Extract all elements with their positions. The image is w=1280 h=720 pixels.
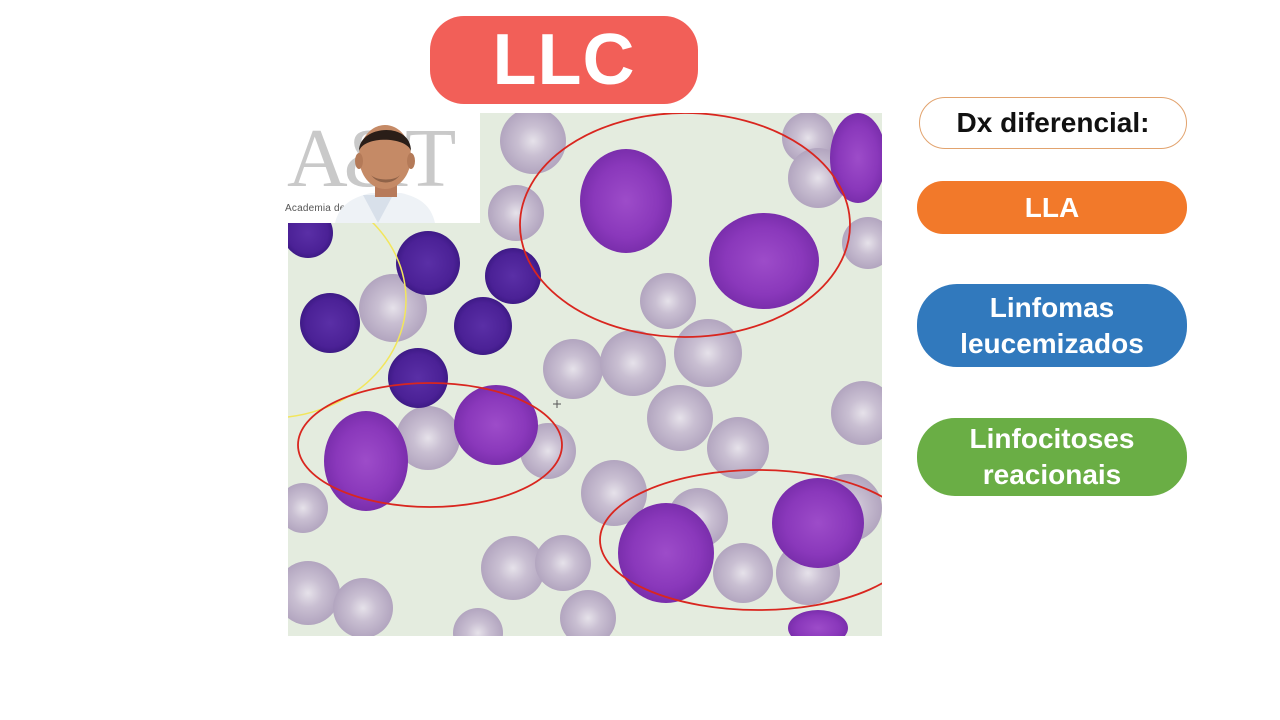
differential-linfocitoses: Linfocitoses reacionais [917,418,1187,496]
slide-title: LLC [430,16,698,104]
crosshair-cursor-icon [553,400,561,408]
differential-label: Linfomas [989,291,1115,323]
presenter-video [335,125,435,223]
red-annotation-circle [519,113,851,338]
blast-cells [324,113,882,636]
red-blood-cells [288,113,882,636]
differential-label: LLA [1024,191,1080,223]
red-annotation-circle [599,469,882,611]
differential-linfomas: Linfomas leucemizados [917,284,1187,367]
differential-label: leucemizados [960,327,1144,359]
differential-lla: LLA [917,181,1187,234]
yellow-highlight-circle [288,182,407,418]
blood-smear-image [288,113,882,636]
differential-label: reacionais [982,459,1122,490]
webcam-overlay: A&T Academia de Hematologia [283,113,480,223]
dx-heading: Dx diferencial: [919,97,1187,149]
differential-label: Linfocitoses [969,423,1135,454]
blood-smear-svg [288,113,882,636]
red-annotation-circle [297,382,563,508]
